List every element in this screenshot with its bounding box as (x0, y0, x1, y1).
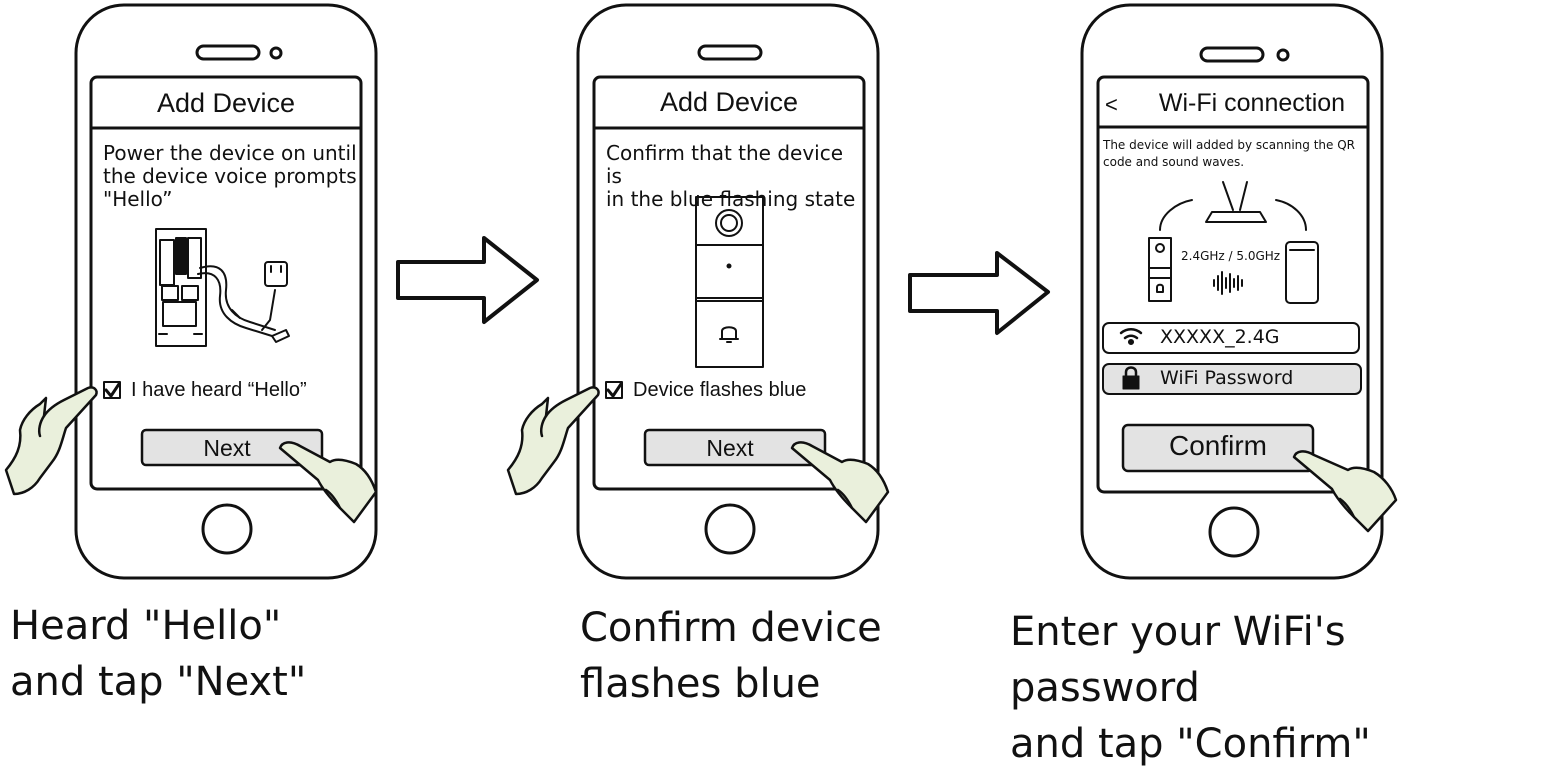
phone-2 (576, 3, 880, 580)
bell-icon (719, 326, 739, 343)
next-button-1-shape[interactable] (140, 428, 324, 467)
doorbell-front-illustration (695, 196, 764, 368)
router-icon (1222, 181, 1248, 211)
home-button[interactable] (704, 503, 756, 555)
phone-3-screen (1096, 75, 1370, 494)
doorbell-icon (1148, 237, 1172, 302)
screen-title-add-device-2: Add Device (659, 87, 799, 117)
smartphone-icon (1285, 241, 1319, 304)
instruction-artwork (4, 3, 1398, 580)
sound-wave-icon (1213, 271, 1243, 295)
back-button[interactable]: < (1105, 92, 1118, 117)
phone-2-screen (592, 75, 866, 491)
right-arrow-2 (908, 251, 1050, 335)
phone-3 (1080, 3, 1384, 580)
step-1-caption: Heard "Hello" and tap "Next" (10, 603, 307, 705)
next-button-1[interactable]: Next (203, 435, 251, 461)
home-button[interactable] (1208, 506, 1260, 558)
doorbell-board-illustration (155, 228, 290, 347)
heard-hello-label: I have heard “Hello” (131, 379, 307, 401)
screen-title-wifi-connection: Wi-Fi connection (1158, 89, 1346, 117)
next-button-2-shape[interactable] (643, 428, 827, 467)
home-button[interactable] (201, 503, 253, 555)
wifi-pairing-illustration (1148, 181, 1319, 304)
qr-sound-wave-info: The device will added by scanning the QR… (1103, 138, 1356, 169)
earpiece (195, 44, 261, 61)
step-2-caption: Confirm device flashes blue (580, 605, 882, 707)
frequency-band-label: 2.4GHz / 5.0GHz (1181, 249, 1281, 263)
wifi-password-field[interactable]: WiFi Password (1160, 367, 1294, 389)
phone-1-screen (89, 75, 363, 491)
heard-hello-checkbox[interactable] (103, 381, 121, 399)
wifi-icon (1119, 328, 1143, 346)
lock-icon (1122, 366, 1140, 390)
step-3-caption: Enter your WiFi's password and tap "Conf… (1010, 609, 1371, 767)
flashes-blue-label: Device flashes blue (633, 379, 807, 401)
right-arrow-1 (396, 236, 539, 324)
screen-title-add-device-1: Add Device (156, 88, 296, 118)
phone-1 (74, 3, 378, 580)
next-button-2[interactable]: Next (706, 435, 754, 461)
power-on-instruction: Power the device on until the device voi… (103, 141, 357, 211)
password-field-shape[interactable] (1102, 363, 1362, 395)
front-camera (269, 46, 283, 60)
pointing-hand-icon (4, 386, 1398, 533)
confirm-button-shape[interactable] (1121, 423, 1315, 473)
confirm-button[interactable]: Confirm (1168, 430, 1267, 461)
flashes-blue-checkbox[interactable] (605, 381, 623, 399)
wifi-ssid-field[interactable]: XXXXX_2.4G (1160, 326, 1280, 348)
blue-flashing-instruction: Confirm that the device is in the blue f… (606, 141, 856, 211)
ssid-field-shape[interactable] (1102, 322, 1360, 354)
